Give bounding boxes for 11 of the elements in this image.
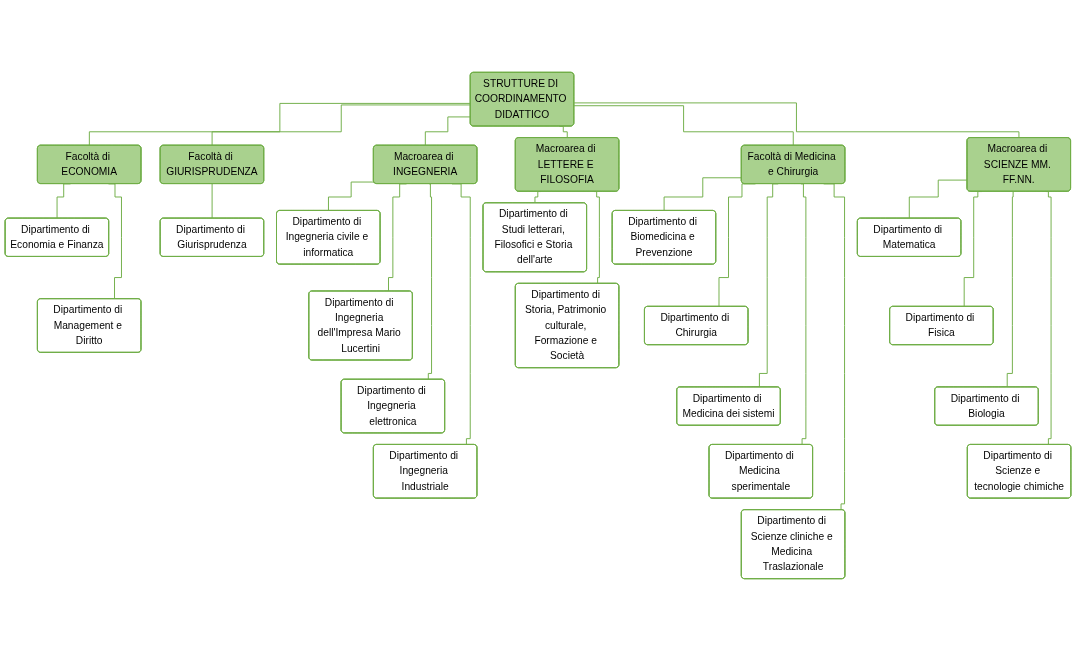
connector [88,102,472,146]
connector [424,116,472,146]
connector [573,105,794,146]
connector [211,104,472,146]
connector [1045,191,1052,446]
connector [593,191,600,285]
connector [908,179,968,219]
connector [573,102,1020,139]
connector [663,177,743,212]
connector [327,181,375,212]
connector [211,183,213,219]
